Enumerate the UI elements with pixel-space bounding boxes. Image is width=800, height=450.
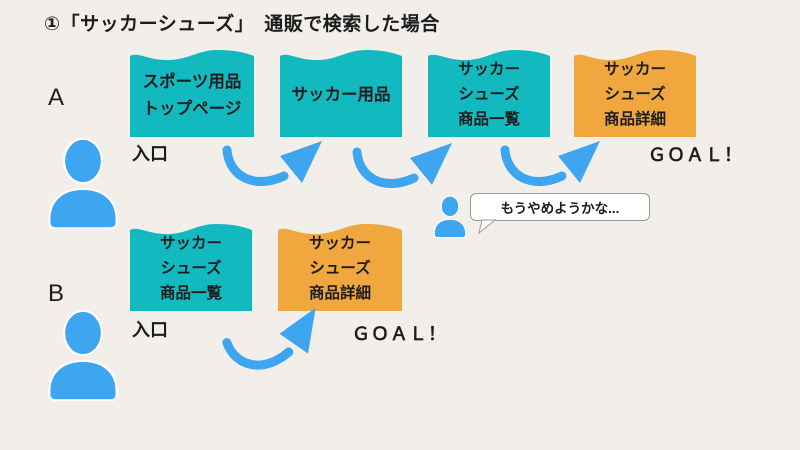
page-shape [278,224,402,311]
flow-step-label: スポーツ用品 トップページ [142,73,242,118]
curved-arrow-icon [222,307,316,370]
flow-step-box: スポーツ用品 トップページ [130,48,254,137]
flow-step-label: サッカー用品 [291,86,391,105]
flow-step-label: サッカー シューズ 商品詳細 [308,235,371,302]
curved-arrow-icon [500,141,600,186]
entry-label: 入口 [132,320,168,340]
page-shape [130,224,252,311]
curved-arrow-icon [352,143,452,188]
flow-step-box: サッカー用品 [280,48,402,137]
page-shape [130,50,254,137]
flow-step-label: サッカー シューズ 商品一覧 [457,61,520,128]
flow-step-label: サッカー シューズ 商品詳細 [603,61,666,128]
page-title: ①「サッカーシューズ」 通販で検索した場合 [44,14,440,35]
speech-bubble-tail [478,219,496,234]
page-shape [428,50,550,137]
flow-step-label: サッカー シューズ 商品一覧 [159,235,222,302]
curved-arrow-icon [222,141,322,186]
flow-b-label: B [48,280,65,307]
flow-step-box: サッカー シューズ 商品詳細 [278,222,402,311]
goal-label: ＧＯＡＬ！ [648,145,743,165]
goal-label: ＧＯＡＬ！ [352,324,447,344]
flow-step-box: サッカー シューズ 商品一覧 [428,48,550,137]
person-icon [48,309,118,402]
speech-bubble: もうやめようかな... [470,193,650,221]
flow-step-box: サッカー シューズ 商品詳細 [574,48,696,137]
flow-a-label: A [48,84,65,111]
person-icon [48,137,118,230]
page-shape [280,50,402,137]
person-icon-small [433,195,467,238]
page-shape [574,50,696,137]
entry-label: 入口 [132,144,168,164]
flow-step-box: サッカー シューズ 商品一覧 [130,222,252,311]
